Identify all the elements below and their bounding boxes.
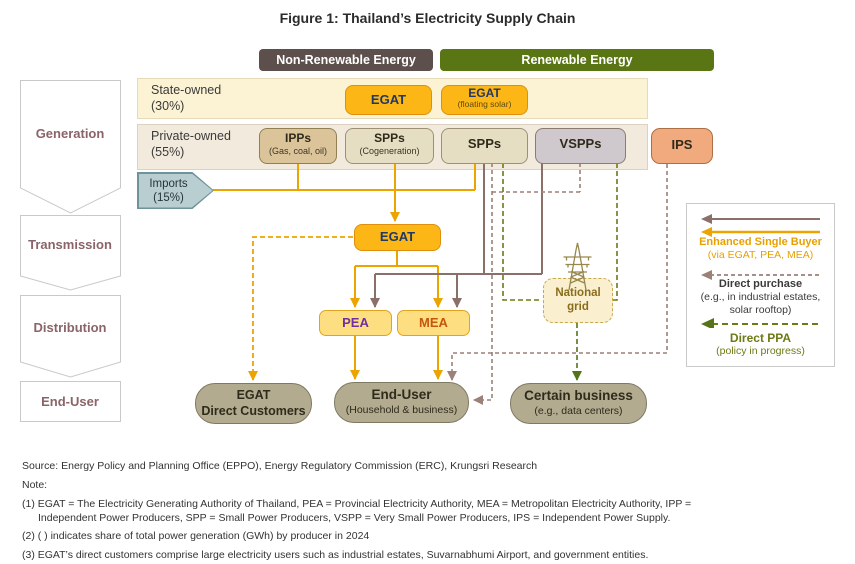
imports-share: (15%) [153,191,184,204]
national-grid-label-1: National [555,287,601,299]
state-owned-label: State-owned [151,83,222,97]
national-grid-label-2: grid [567,300,589,313]
state-owned-share: (30%) [151,98,185,113]
generation-stage-shape [20,80,121,214]
certain-business-sublabel: (e.g., data centers) [534,404,623,417]
certain-business-label: Certain business [524,388,633,403]
legend-enhanced-single-buyer-label: Enhanced Single Buyer [699,236,822,248]
egat-floating-solar-box: EGAT (floating solar) [441,85,528,115]
private-owned-share: (55%) [151,144,185,159]
footer-notes: Source: Energy Policy and Planning Offic… [22,460,742,563]
note-2: (2) ( ) indicates share of total power g… [22,530,370,543]
legend-box: Enhanced Single Buyer (via EGAT, PEA, ME… [686,203,835,367]
end-user-label: End-User [371,387,432,402]
stage-transmission: Transmission [28,237,112,252]
distribution-stage-shape [20,295,121,378]
legend-enhanced-single-buyer-sublabel: (via EGAT, PEA, MEA) [707,249,814,261]
legend-direct-purchase-sublabel: (e.g., in industrial estates, solar roof… [700,291,821,316]
stage-generation: Generation [35,126,105,141]
ipps-sublabel: (Gas, coal, oil) [268,145,328,156]
imports-shape: Imports (15%) [138,173,213,208]
egat-direct-label: EGAT [236,388,271,402]
imports-node: Imports (15%) [137,172,214,209]
ipps-label: IPPs [284,131,311,145]
transmission-stage-shape [20,215,121,291]
state-owned-row-label: State-owned (30%) [151,83,221,114]
egat-floating-sublabel: (floating solar) [457,98,512,109]
private-owned-row-label: Private-owned (55%) [151,129,231,160]
legend-arrow-yellow-solid-icon [701,227,820,237]
note-3: (3) EGAT’s direct customers comprise lar… [22,549,649,562]
line-vspps-to-nationalgrid [613,163,618,301]
imports-label: Imports [149,177,188,190]
stage-distribution: Distribution [33,320,107,335]
renewable-energy-header: Renewable Energy [440,49,714,71]
stage-end-user: End-User [41,394,99,409]
arrow-ips-to-enduser [447,164,668,381]
note-label: Note: [22,478,48,491]
egat-direct-sublabel: Direct Customers [201,403,306,418]
egat-state-box: EGAT [345,85,432,115]
source-line: Source: Energy Policy and Planning Offic… [22,460,538,472]
legend-arrow-brown-solid-icon [701,214,820,224]
ips-box: IPS [651,128,713,164]
vspps-box: VSPPs [535,128,626,164]
legend-arrow-brown-dashed-icon [701,270,820,280]
legend-direct-ppa-label: Direct PPA [729,331,792,345]
egat-floating-label: EGAT [468,86,501,100]
egat-transmission-box: EGAT [354,224,441,251]
ipps-box: IPPs (Gas, coal, oil) [259,128,337,164]
non-renewable-energy-header: Non-Renewable Energy [259,49,433,71]
arrow-egat-to-direct-customers [248,236,353,381]
legend-direct-ppa-sublabel: (policy in progress) [716,345,805,357]
spps-cogen-sublabel: (Cogeneration) [359,145,420,156]
certain-business-box: Certain business (e.g., data centers) [510,383,647,424]
private-owned-label: Private-owned [151,129,231,143]
spps-renewable-box: SPPs [441,128,528,164]
national-grid-box: National grid [543,278,613,323]
note-1: (1) EGAT = The Electricity Generating Au… [22,497,692,524]
pea-box: PEA [319,310,392,336]
figure-title: Figure 1: Thailand’s Electricity Supply … [279,10,576,26]
spps-cogen-label: SPPs [374,131,405,145]
legend-arrow-olive-dashed-icon [701,318,820,328]
arrow-direct-to-enduser-side [473,163,493,405]
spps-cogeneration-box: SPPs (Cogeneration) [345,128,434,164]
legend-direct-purchase-label: Direct purchase [718,278,803,290]
end-user-sublabel: (Household & business) [345,403,458,416]
egat-direct-customers-box: EGAT Direct Customers [195,383,312,424]
line-spps-to-nationalgrid [502,163,541,301]
mea-box: MEA [397,310,470,336]
end-user-box: End-User (Household & business) [334,382,469,423]
